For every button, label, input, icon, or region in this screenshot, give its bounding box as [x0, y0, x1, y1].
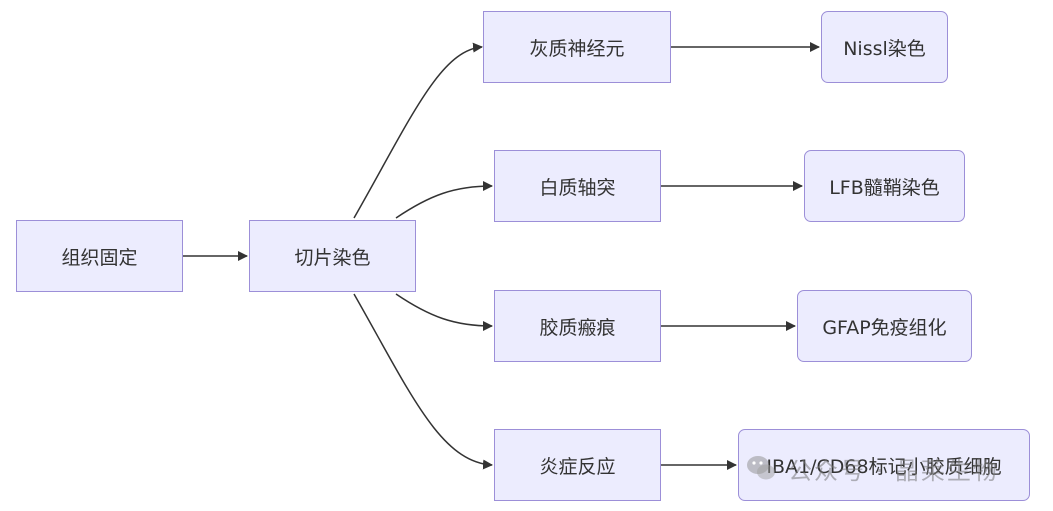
node-inflam-label: 炎症反应: [539, 455, 616, 478]
node-gfap: GFAP免疫组化: [797, 290, 972, 362]
node-inflam: 炎症反应: [494, 429, 661, 501]
node-lfb: LFB髓鞘染色: [804, 150, 965, 222]
node-gray-label: 灰质神经元: [529, 37, 625, 60]
node-stain-label: 切片染色: [294, 246, 371, 269]
node-iba1: IBA1/CD68标记小胶质细胞: [738, 429, 1030, 501]
node-glial: 胶质瘢痕: [494, 290, 661, 362]
edge-stain-glial: [395, 293, 493, 331]
node-white-label: 白质轴突: [539, 176, 616, 199]
node-nissl-label: Nissl染色: [843, 37, 926, 60]
node-nissl: Nissl染色: [821, 11, 948, 83]
edge-stain-white: [395, 181, 493, 219]
watermark: 公众号 · 晶莱生物: [744, 450, 999, 486]
node-stain: 切片染色: [249, 220, 416, 292]
watermark-text: 公众号 · 晶莱生物: [788, 456, 999, 485]
edge-stain-gray: [353, 42, 483, 219]
node-lfb-label: LFB髓鞘染色: [829, 176, 940, 199]
node-fix-label: 组织固定: [61, 246, 138, 269]
node-white: 白质轴突: [494, 150, 661, 222]
node-gfap-label: GFAP免疫组化: [822, 316, 947, 339]
wechat-icon: [747, 456, 775, 480]
node-fix: 组织固定: [16, 220, 183, 292]
node-glial-label: 胶质瘢痕: [539, 316, 616, 339]
edge-stain-inflam: [353, 293, 493, 470]
node-iba1-label: IBA1/CD68标记小胶质细胞: [766, 455, 1002, 478]
node-gray: 灰质神经元: [483, 11, 671, 83]
